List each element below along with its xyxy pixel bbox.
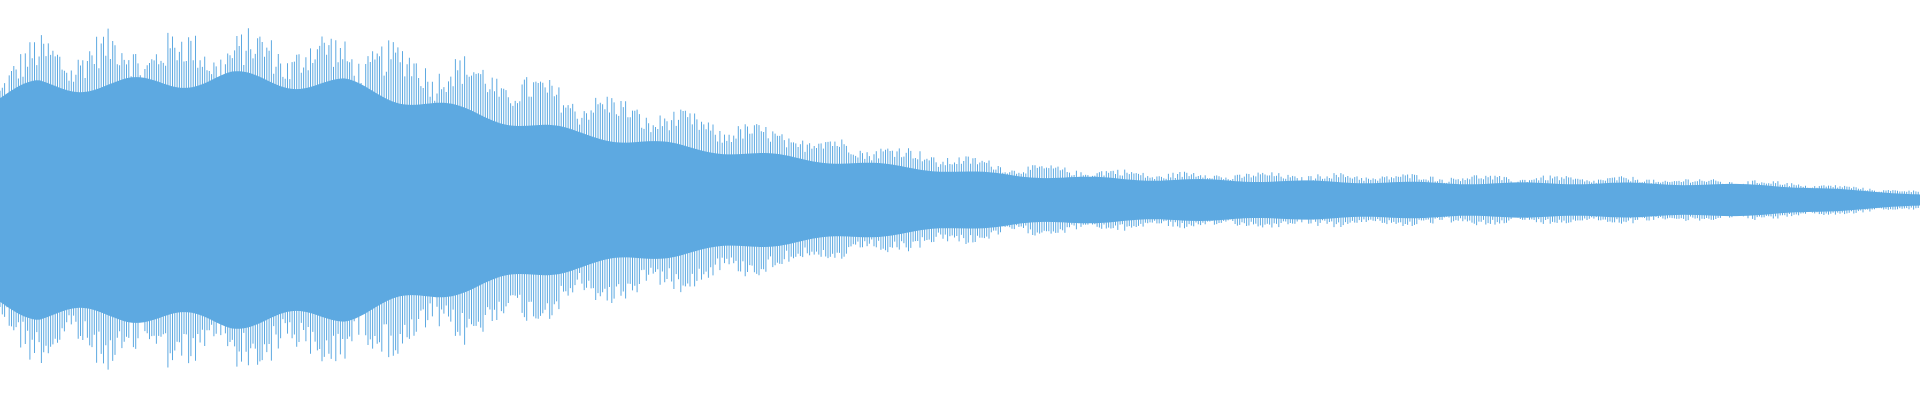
waveform-core — [0, 71, 1920, 329]
